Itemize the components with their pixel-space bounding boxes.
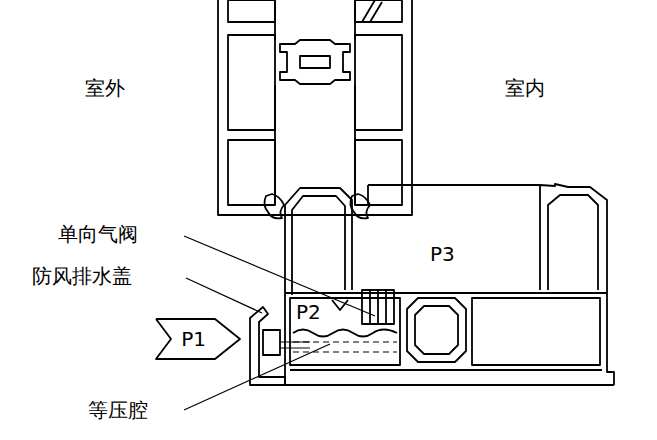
leader-line — [186, 278, 262, 313]
frame-flange — [368, 185, 540, 205]
gasket — [350, 194, 370, 218]
part-label: 等压腔 — [88, 398, 148, 422]
gasket — [264, 194, 284, 218]
frame-outline — [285, 188, 352, 300]
drainage-cap-hook — [263, 330, 280, 355]
leader-line — [184, 236, 375, 316]
frame-inner — [292, 196, 345, 295]
sash-chamber — [228, 0, 275, 22]
pressure-arrow: P1 — [155, 318, 241, 360]
part-label: 室外 — [85, 76, 125, 100]
thermal-break-octagon — [407, 298, 466, 362]
water-surface — [293, 330, 397, 337]
thermal-break-octagon — [415, 306, 458, 354]
frame-inner — [548, 195, 598, 290]
part-label: 防风排水盖 — [32, 264, 132, 288]
water — [293, 342, 397, 352]
sash-chamber — [228, 35, 275, 130]
frame-bottom — [285, 300, 614, 385]
part-label: P3 — [430, 242, 455, 266]
frame-wall — [285, 292, 607, 294]
sash-outline — [218, 0, 412, 215]
thermal-break-strip — [280, 40, 350, 84]
pressure-label: P1 — [181, 327, 206, 351]
part-label: 室内 — [505, 76, 545, 100]
sash-chamber — [355, 0, 402, 22]
one-way-valve — [370, 290, 386, 324]
frame-outline — [540, 184, 614, 385]
glass-edge — [362, 0, 382, 22]
part-label: 单向气阀 — [58, 222, 138, 246]
sash-chamber — [355, 35, 402, 130]
drainage-cap — [250, 307, 285, 385]
part-label: P2 — [296, 300, 321, 324]
one-way-valve — [362, 290, 394, 324]
thermal-break-core — [300, 56, 330, 68]
sash-wall — [275, 0, 355, 205]
frame-chamber — [472, 298, 600, 365]
drain-pin — [280, 342, 310, 348]
